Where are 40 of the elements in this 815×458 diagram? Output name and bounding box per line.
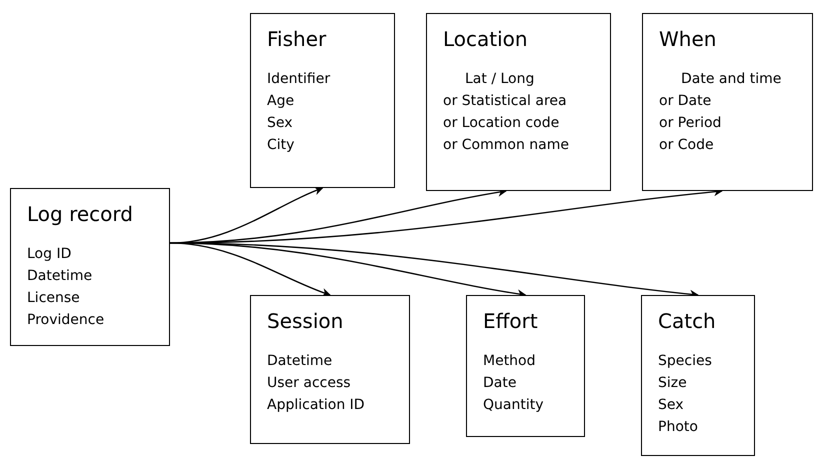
field-name: Datetime (267, 352, 334, 371)
field-name: Identifier (267, 70, 332, 89)
field-name: or Period (659, 114, 722, 133)
field-name: Sex (658, 396, 685, 415)
field-name: Log ID (27, 245, 72, 264)
field-name: Sex (267, 114, 294, 133)
entity-title: Fisher (267, 26, 328, 52)
entity-title: When (659, 26, 718, 52)
field-name: Datetime (27, 267, 94, 286)
entity-box (10, 188, 170, 346)
entity-box (642, 13, 813, 191)
entity-title: Session (267, 308, 344, 334)
entity-title: Location (443, 26, 529, 52)
field-name: Lat / Long (464, 70, 536, 89)
field-name: or Date (659, 92, 712, 111)
field-name: License (27, 289, 81, 308)
entity-box (426, 13, 611, 191)
field-name: Photo (658, 418, 699, 437)
field-name: Age (267, 92, 296, 111)
field-name: User access (267, 374, 352, 393)
field-name: or Common name (443, 136, 570, 155)
field-name: or Location code (443, 114, 560, 133)
field-name: or Code (659, 136, 715, 155)
field-name: Date (483, 374, 518, 393)
field-name: Application ID (267, 396, 366, 415)
entity-title: Log record (27, 201, 134, 227)
field-name: Providence (27, 311, 106, 330)
entity-box (466, 295, 585, 437)
field-name: Method (483, 352, 537, 371)
field-name: Species (658, 352, 713, 371)
field-name: or Statistical area (443, 92, 568, 111)
field-name: Quantity (483, 396, 544, 415)
field-name: City (267, 136, 296, 155)
entity-box (250, 13, 395, 188)
field-name: Size (658, 374, 688, 393)
entity-box (250, 295, 410, 444)
entity-title: Effort (483, 308, 539, 334)
entity-title: Catch (658, 308, 717, 334)
entity-box (641, 295, 755, 456)
field-name: Date and time (680, 70, 782, 89)
